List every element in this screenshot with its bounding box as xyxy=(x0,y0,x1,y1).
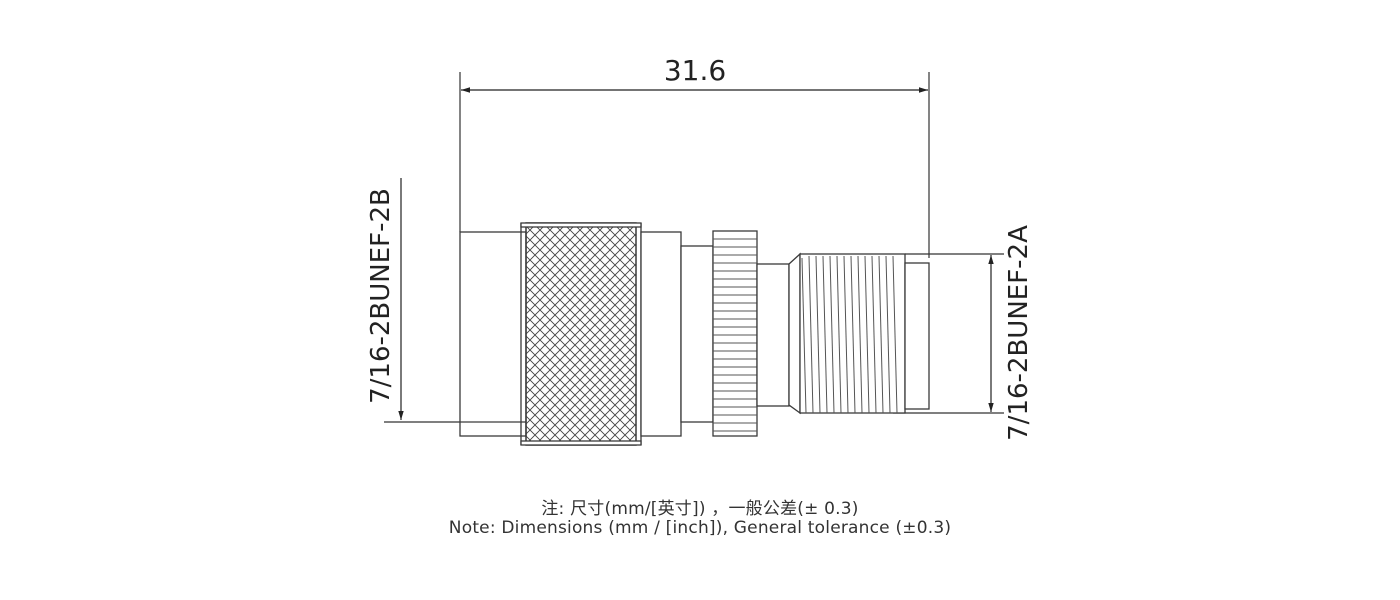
thread-end xyxy=(904,262,930,410)
grip-ring xyxy=(712,230,758,437)
left-thread-dimension xyxy=(384,178,460,423)
grip-ring-ridges xyxy=(713,238,757,432)
neck xyxy=(680,245,714,423)
middle-body xyxy=(640,231,682,437)
length-value: 31.6 xyxy=(664,54,726,87)
thread-chamfer-left xyxy=(788,252,801,415)
right-thread-dimension xyxy=(893,253,1004,414)
nut-flange-bottom xyxy=(520,440,642,446)
connector-body xyxy=(459,222,930,446)
nut-flange-top xyxy=(520,222,642,228)
thread-lines xyxy=(801,255,898,414)
knurled-nut xyxy=(525,222,637,446)
left-body xyxy=(459,231,527,437)
right-thread-label: 7/16-2BUNEF-2A xyxy=(1004,225,1034,441)
note-chinese: 注: 尺寸(mm/[英寸]) ，一般公差(± 0.3) xyxy=(541,499,859,519)
length-dimension xyxy=(459,72,930,258)
left-thread-label: 7/16-2BUNEF-2B xyxy=(366,188,396,404)
collar xyxy=(756,263,790,407)
note-english: Note: Dimensions (mm / [inch]), General … xyxy=(448,518,952,538)
